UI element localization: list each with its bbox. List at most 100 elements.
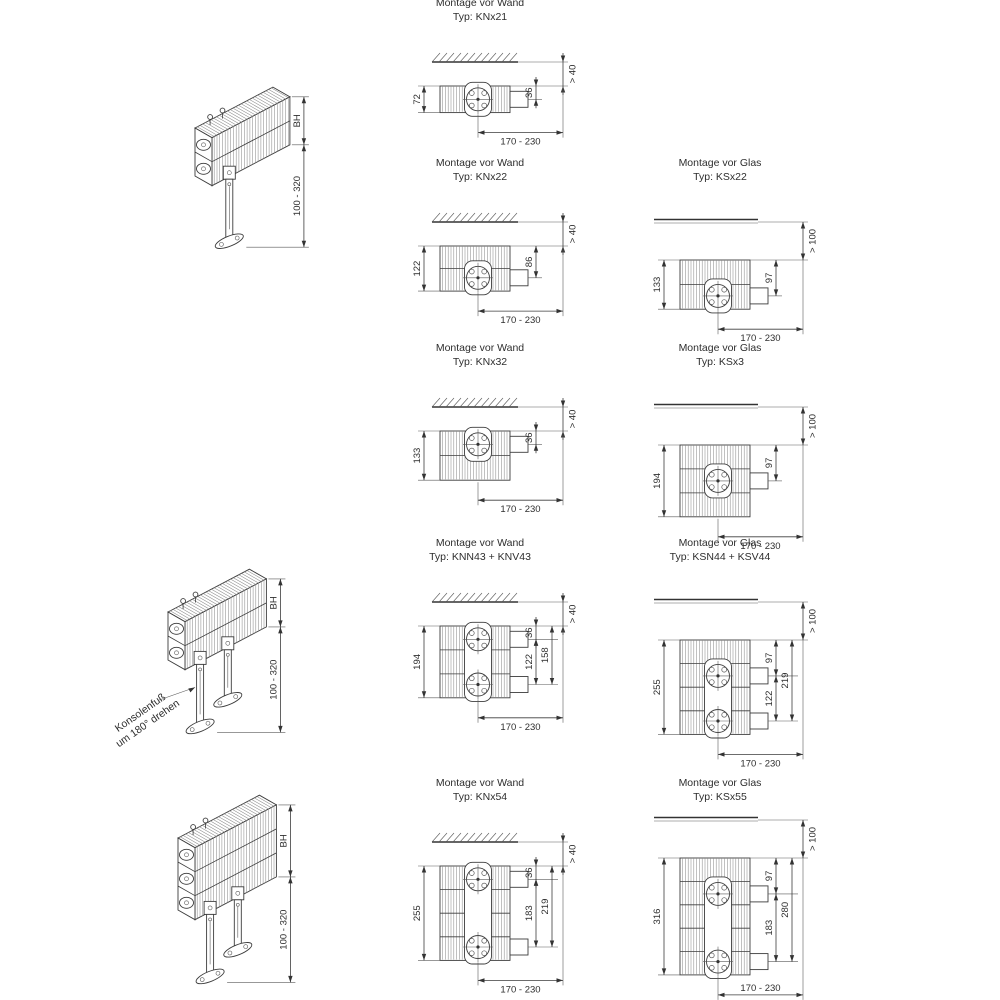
- dim-label: 97: [764, 653, 775, 664]
- panel-type-label: Typ: KNx54: [453, 791, 507, 803]
- dim-label: 170 - 230: [500, 984, 540, 995]
- dim-label: > 40: [568, 225, 579, 244]
- dim-label: 100 - 320: [278, 910, 289, 950]
- wall-hatch: [431, 832, 518, 843]
- dim-label: > 100: [808, 414, 819, 438]
- console-plate: [703, 465, 733, 496]
- dim-label: 100 - 320: [292, 176, 303, 216]
- foot-base-plate: [185, 718, 215, 735]
- dim-label: 36: [524, 87, 535, 98]
- dim-label: > 100: [808, 609, 819, 633]
- panel-title: Montage vor Wand: [436, 157, 524, 169]
- console-plate: [463, 864, 493, 895]
- dim-label: 316: [652, 909, 663, 925]
- dim-label: 36: [524, 867, 535, 878]
- dim-label: 280: [780, 902, 791, 918]
- panel-type-label: Typ: KSx55: [693, 791, 747, 803]
- dim-label: 170 - 230: [740, 758, 780, 769]
- console-plate: [703, 660, 733, 691]
- panel-type-label: Typ: KSx22: [693, 171, 747, 183]
- console-foot: [185, 650, 215, 735]
- dim-label: 170 - 230: [740, 333, 780, 344]
- panel-type-label: Typ: KNx32: [453, 356, 507, 368]
- wall-hatch: [431, 592, 518, 603]
- dim-label: > 40: [568, 65, 579, 84]
- dim-label: 100 - 320: [268, 660, 279, 700]
- dim-label: BH: [292, 114, 303, 127]
- console-plate: [463, 669, 493, 700]
- dim-label: 170 - 230: [740, 983, 780, 994]
- console-plate: [463, 624, 493, 655]
- console-plate: [463, 932, 493, 962]
- dim-label: 86: [524, 257, 535, 268]
- dim-label: 122: [524, 654, 535, 670]
- console-plate: [463, 262, 493, 293]
- console-plate: [703, 280, 733, 311]
- glass-line: [654, 598, 758, 604]
- dim-label: 170 - 230: [740, 541, 780, 552]
- dim-label: 122: [764, 691, 775, 707]
- panel-type-label: Typ: KSx3: [696, 356, 744, 368]
- console-foot: [213, 636, 243, 708]
- glass-line: [654, 218, 758, 224]
- console-plate: [703, 706, 733, 736]
- dim-label: 158: [540, 647, 551, 663]
- panel-type-label: Typ: KSN44 + KSV44: [670, 551, 771, 563]
- dim-label: > 40: [568, 410, 579, 429]
- dim-label: > 40: [568, 605, 579, 624]
- panel-type-label: Typ: KNN43 + KNV43: [429, 551, 531, 563]
- dim-label: > 40: [568, 845, 579, 864]
- panel-type-label: Typ: KNx22: [453, 171, 507, 183]
- panel-title: Montage vor Glas: [679, 537, 762, 549]
- console-foot: [195, 900, 225, 985]
- dim-label: 97: [764, 273, 775, 284]
- panel-title: Montage vor Glas: [679, 342, 762, 354]
- foot-base-plate: [223, 942, 253, 958]
- dim-label: > 100: [808, 827, 819, 851]
- console-plate: [463, 84, 493, 115]
- dim-label: BH: [278, 834, 289, 847]
- panel-type-label: Typ: KNx21: [453, 11, 507, 23]
- isometric-radiator-single: BH 100 - 320: [194, 86, 309, 249]
- panel-title: Montage vor Wand: [436, 0, 524, 9]
- dim-label: 97: [764, 458, 775, 469]
- console-plate: [463, 429, 493, 460]
- dim-label: 133: [412, 448, 423, 464]
- dim-label: 219: [540, 899, 551, 915]
- dim-label: 219: [780, 673, 791, 689]
- wall-hatch: [431, 52, 518, 63]
- wall-hatch: [431, 212, 518, 223]
- dim-label: 183: [524, 905, 535, 921]
- foot-base-plate: [195, 968, 225, 985]
- panel-title: Montage vor Wand: [436, 777, 524, 789]
- panel-title: Montage vor Glas: [679, 777, 762, 789]
- glass-line: [654, 816, 758, 822]
- dim-label: 97: [764, 871, 775, 882]
- dim-label: 72: [412, 94, 423, 105]
- foot-base-plate: [213, 692, 243, 708]
- dim-label: 183: [764, 920, 775, 936]
- console-plate: [703, 878, 733, 909]
- dim-label: 255: [412, 905, 423, 921]
- panel-title: Montage vor Wand: [436, 342, 524, 354]
- panel-title: Montage vor Wand: [436, 537, 524, 549]
- dim-label: 194: [412, 654, 423, 670]
- foot-base-plate: [214, 233, 244, 249]
- glass-line: [654, 403, 758, 409]
- dim-label: BH: [268, 596, 279, 609]
- dim-label: 255: [652, 679, 663, 695]
- console-plate: [703, 946, 733, 977]
- dim-label: 170 - 230: [500, 137, 540, 148]
